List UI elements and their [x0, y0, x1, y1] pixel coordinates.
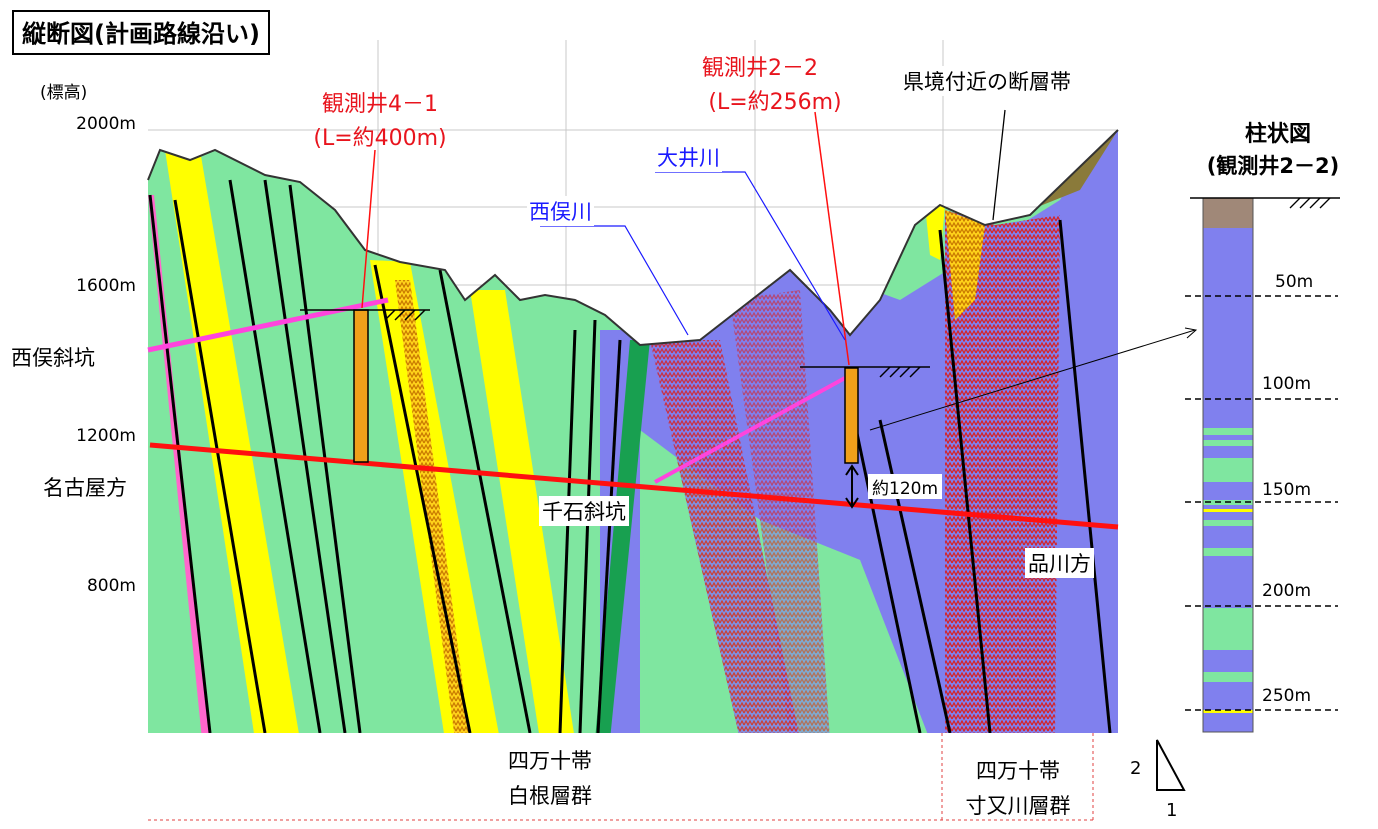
column-title: 柱状図: [1244, 122, 1311, 147]
scale-horizontal-label: 1: [1166, 800, 1178, 821]
depth-100m: 100m: [1262, 374, 1312, 394]
sengoku-shaft-line: [654, 376, 846, 484]
well-2-2-length: (L=約256m): [708, 90, 842, 115]
elevation-1600: 1600m: [76, 276, 136, 296]
nishimata-shaft-label: 西俣斜坑: [8, 342, 98, 372]
elevation-800: 800m: [86, 576, 136, 596]
planned-tunnel-line: [149, 442, 1119, 530]
depth-200m: 200m: [1262, 581, 1312, 601]
elevation-2000: 2000m: [76, 114, 136, 134]
nishimata-river-label: 西俣川: [527, 196, 594, 226]
elevation-axis-title: (標高): [40, 83, 88, 103]
depth-250m: 250m: [1262, 686, 1312, 706]
well-4-1-bar: [353, 309, 369, 463]
elevation-1200: 1200m: [76, 426, 136, 446]
shinagawa-direction-label: 品川方: [1025, 548, 1094, 578]
nishimata-shaft-line: [147, 297, 389, 353]
well-2-2-bar: [844, 367, 859, 464]
sunmata-group-label: 寸又川層群: [965, 794, 1071, 818]
approx-120m-label: 約120m: [868, 474, 943, 499]
nagoya-direction-label: 名古屋方: [40, 472, 130, 502]
depth-50m: 50m: [1275, 272, 1314, 292]
shimanto-belt-label-1: 四万十帯: [508, 749, 592, 773]
diagram-title: 縦断図(計画路線沿い): [12, 10, 270, 55]
column-subtitle: (観測井2－2): [1206, 154, 1340, 178]
oi-river-label: 大井川: [655, 142, 722, 172]
well-2-2-name: 観測井2－2: [702, 56, 818, 81]
well-4-1-name: 観測井4－1: [322, 92, 438, 117]
fault-zone-label: 県境付近の断層帯: [900, 66, 1074, 96]
geology-layers: [148, 130, 1118, 733]
boring-column: [1185, 197, 1340, 733]
sengoku-shaft-label: 千石斜坑: [539, 496, 629, 526]
scale-vertical-label: 2: [1130, 758, 1142, 779]
shiramine-group-label: 白根層群: [508, 784, 592, 808]
well-4-1-length: (L=約400m): [313, 126, 447, 151]
depth-150m: 150m: [1262, 480, 1312, 500]
shimanto-belt-label-2: 四万十帯: [976, 759, 1060, 783]
